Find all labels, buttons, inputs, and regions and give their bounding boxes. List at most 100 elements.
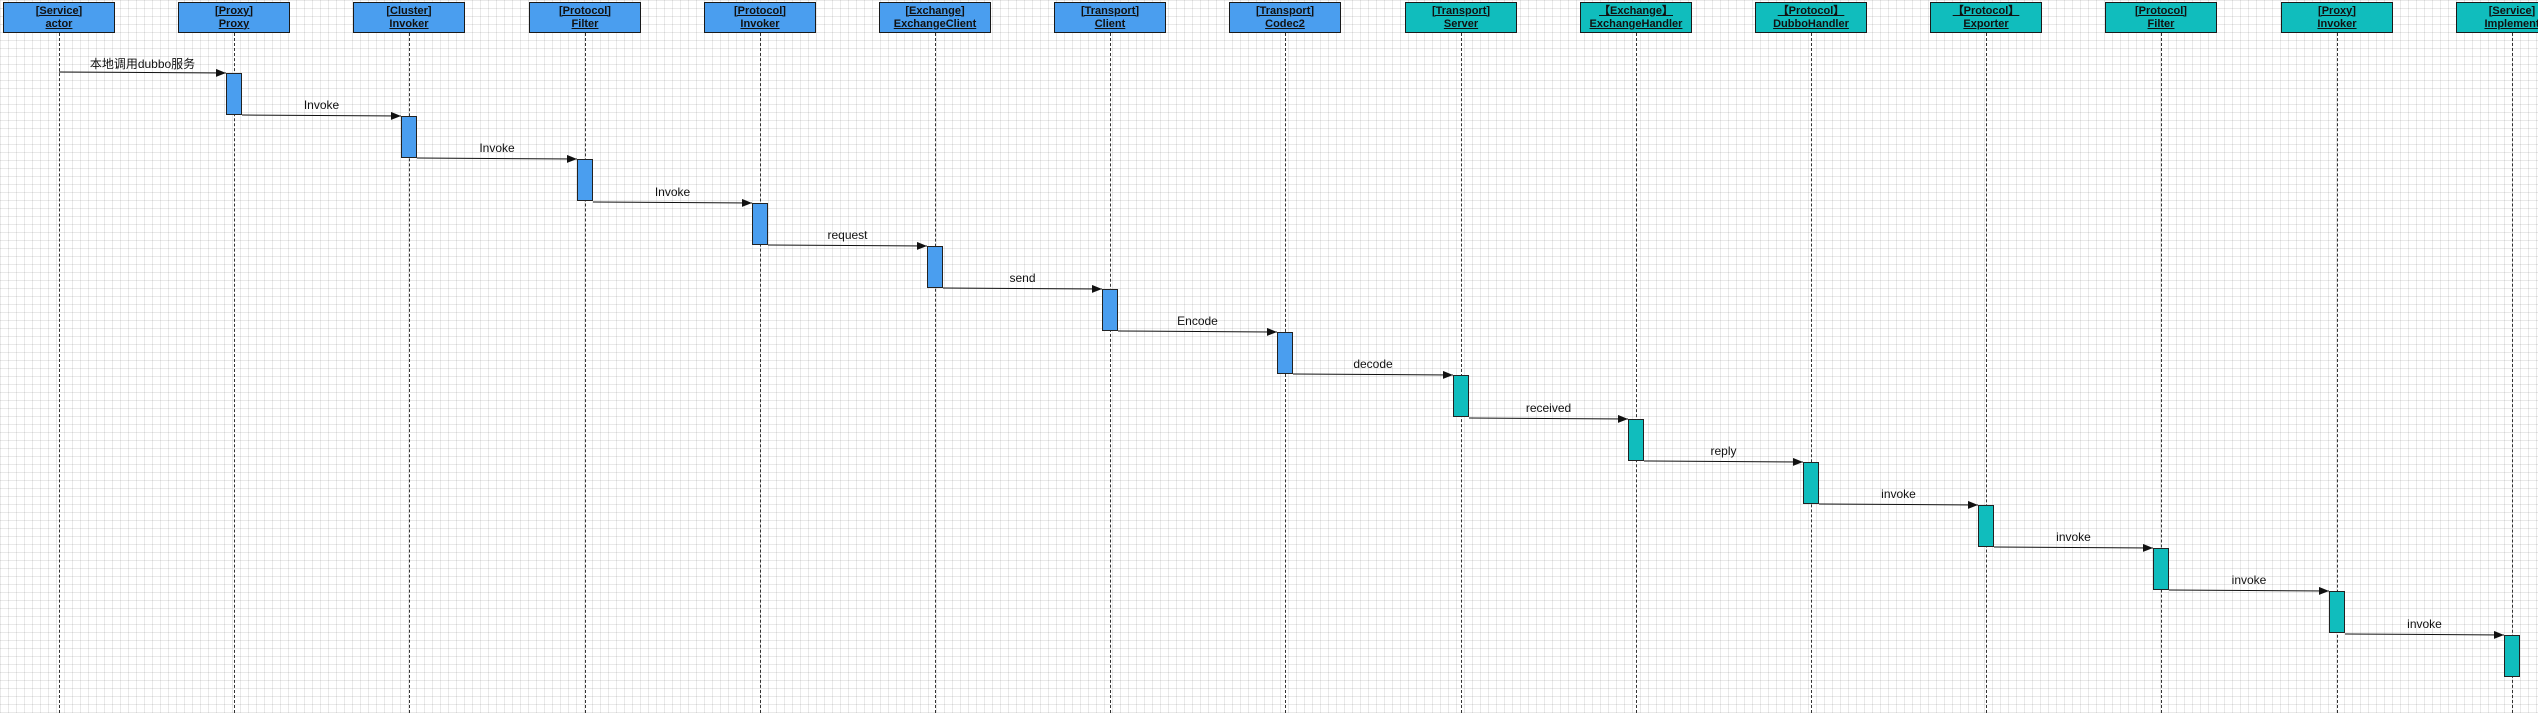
message-label: request	[827, 228, 868, 242]
participant-layer: [Transport]	[1431, 4, 1491, 17]
lifeline	[760, 33, 761, 713]
participant-header: [Service]actor	[3, 2, 115, 33]
activation-bar	[401, 116, 417, 158]
message-label: received	[1525, 401, 1572, 415]
participant-name: Proxy	[218, 17, 250, 30]
activation-bar	[2153, 548, 2169, 590]
lifeline	[1461, 33, 1462, 713]
participant-header: [Protocol]Invoker	[704, 2, 816, 33]
message-arrow	[2344, 630, 2505, 639]
message-arrow	[767, 241, 928, 250]
participant-layer: 【Protocol】	[1777, 4, 1845, 17]
activation-bar	[1628, 419, 1644, 461]
lifeline	[935, 33, 936, 713]
lifeline	[585, 33, 586, 713]
activation-bar	[2329, 591, 2345, 633]
participant-layer: 【Protocol】	[1952, 4, 2020, 17]
participant-layer: [Proxy]	[215, 4, 253, 17]
activation-bar	[226, 73, 242, 115]
participant-layer: [Exchange]	[905, 4, 965, 17]
participant-name: Server	[1443, 17, 1479, 30]
participant-header: [Service]Implement	[2456, 2, 2538, 33]
participant-layer: [Service]	[2488, 4, 2536, 17]
participant-name: Invoker	[2317, 17, 2357, 30]
message-arrow	[1643, 457, 1804, 466]
message-arrow	[1468, 414, 1629, 423]
message-label: decode	[1353, 357, 1393, 371]
activation-bar	[927, 246, 943, 288]
participant-header: [Proxy]Invoker	[2281, 2, 2393, 33]
participant-name: Invoker	[740, 17, 780, 30]
message-label: Invoke	[303, 98, 340, 112]
lifeline	[234, 33, 235, 713]
message-label: Invoke	[479, 141, 515, 155]
participant-header: [Proxy]Proxy	[178, 2, 290, 33]
lifeline	[409, 33, 410, 713]
lifeline	[2161, 33, 2162, 713]
participant-layer: [Transport]	[1255, 4, 1315, 17]
activation-bar	[1102, 289, 1118, 331]
message-arrow	[2168, 586, 2330, 595]
message-arrow	[416, 154, 578, 163]
activation-bar	[2504, 635, 2520, 677]
message-arrow	[58, 68, 227, 77]
participant-name: Codec2	[1265, 17, 1305, 30]
message-label: send	[1009, 271, 1036, 285]
lifeline	[1811, 33, 1812, 713]
message-label: 本地调用dubbo服务	[89, 57, 196, 71]
participant-header: [Cluster]Invoker	[353, 2, 465, 33]
participant-header: 【Protocol】DubboHandler	[1755, 2, 1867, 33]
participant-layer: [Protocol]	[2135, 4, 2187, 17]
participant-header: [Exchange]ExchangeClient	[879, 2, 991, 33]
participant-layer: [Proxy]	[2318, 4, 2356, 17]
message-label: invoke	[2056, 530, 2091, 544]
message-arrow	[1292, 370, 1454, 379]
participant-name: Filter	[2147, 17, 2175, 30]
activation-bar	[752, 203, 768, 245]
participant-header: [Protocol]Filter	[529, 2, 641, 33]
participant-layer: 【Exchange】	[1599, 4, 1673, 17]
lifeline	[1110, 33, 1111, 713]
message-label: invoke	[1881, 487, 1916, 501]
message-label: reply	[1710, 444, 1737, 458]
lifeline	[2337, 33, 2338, 713]
participant-header: [Transport]Client	[1054, 2, 1166, 33]
participant-header: [Protocol]Filter	[2105, 2, 2217, 33]
message-label: Encode	[1177, 314, 1218, 328]
participant-name: actor	[45, 17, 73, 30]
participant-header: [Transport]Server	[1405, 2, 1517, 33]
participant-header: [Transport]Codec2	[1229, 2, 1341, 33]
participant-name: Invoker	[389, 17, 429, 30]
lifeline	[1986, 33, 1987, 713]
message-label: invoke	[2407, 617, 2442, 631]
activation-bar	[1803, 462, 1819, 504]
participant-name: ExchangeClient	[893, 17, 977, 30]
lifeline	[1636, 33, 1637, 713]
participant-name: Client	[1094, 17, 1126, 30]
activation-bar	[1277, 332, 1293, 374]
activation-bar	[1453, 375, 1469, 417]
message-arrow	[942, 284, 1103, 293]
message-arrow	[1993, 543, 2154, 552]
participant-name: Filter	[571, 17, 599, 30]
activation-bar	[1978, 505, 1994, 547]
participant-name: Implement	[2484, 17, 2538, 30]
participant-name: ExchangeHandler	[1589, 17, 1683, 30]
participant-layer: [Protocol]	[559, 4, 611, 17]
message-arrow	[1117, 327, 1278, 336]
lifeline	[59, 33, 60, 713]
message-arrow	[592, 198, 753, 207]
participant-layer: [Transport]	[1080, 4, 1140, 17]
activation-bar	[577, 159, 593, 201]
participant-header: 【Protocol】Exporter	[1930, 2, 2042, 33]
lifeline	[2512, 33, 2513, 713]
message-arrow	[241, 111, 402, 120]
participant-name: DubboHandler	[1773, 17, 1849, 30]
participant-header: 【Exchange】ExchangeHandler	[1580, 2, 1692, 33]
message-arrow	[1818, 500, 1979, 509]
participant-layer: [Service]	[35, 4, 83, 17]
message-label: Invoke	[654, 185, 691, 199]
participant-name: Exporter	[1963, 17, 2009, 30]
message-label: invoke	[2231, 573, 2267, 587]
